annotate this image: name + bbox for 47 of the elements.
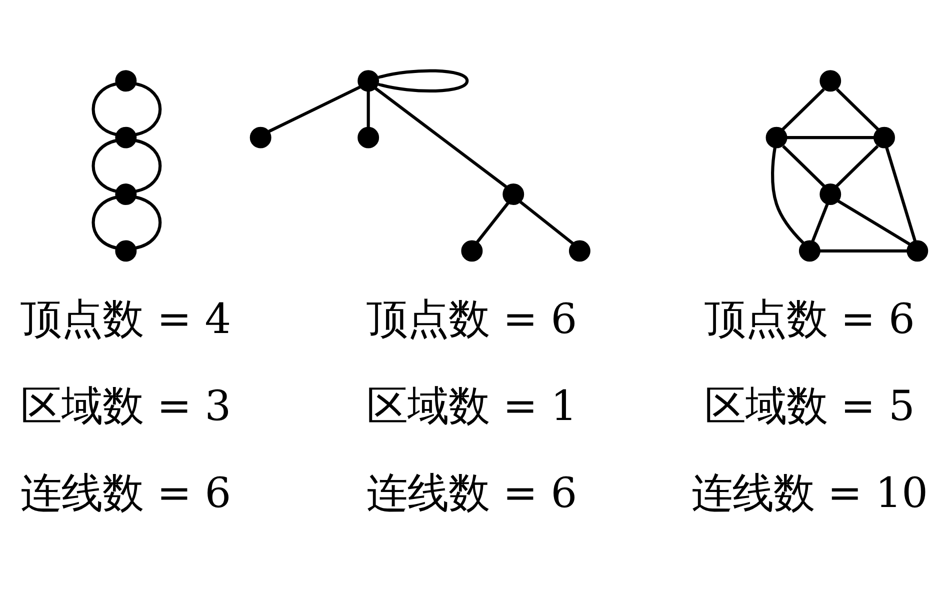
label: 连线数 = 6 xyxy=(366,468,578,517)
connector xyxy=(135,195,162,249)
label: 区域数 = 1 xyxy=(366,382,578,430)
connector xyxy=(135,82,162,136)
node-circle xyxy=(874,126,895,148)
node-circle xyxy=(115,240,137,262)
node-circle xyxy=(115,126,137,148)
node-circle xyxy=(820,70,842,92)
connector xyxy=(374,86,508,188)
label: 区域数 = 5 xyxy=(704,382,915,430)
node-circle xyxy=(568,240,590,262)
label: 顶点数 = 4 xyxy=(20,294,232,343)
connector xyxy=(811,202,829,242)
connector xyxy=(885,146,917,242)
node-circle xyxy=(502,183,524,204)
connector xyxy=(820,248,908,252)
connector xyxy=(836,88,880,130)
connector xyxy=(771,146,805,244)
label: 区域数 = 3 xyxy=(20,382,232,430)
connector xyxy=(366,90,370,128)
node-circle xyxy=(115,183,137,204)
label: 连线数 = 10 xyxy=(691,468,928,517)
node-circle xyxy=(798,240,820,262)
connector xyxy=(519,200,574,244)
node-circle xyxy=(820,183,842,204)
connector xyxy=(781,88,825,130)
connector xyxy=(135,138,162,192)
label: 顶点数 = 6 xyxy=(366,294,578,343)
connector xyxy=(786,136,874,139)
label: 顶点数 = 6 xyxy=(704,294,915,343)
node-circle xyxy=(358,126,380,148)
connector xyxy=(837,198,911,246)
node-circle xyxy=(358,70,380,92)
connector xyxy=(476,201,510,243)
connector xyxy=(835,144,879,187)
connector xyxy=(92,82,117,136)
node-circle xyxy=(461,240,483,262)
connector xyxy=(782,144,826,187)
connector xyxy=(92,195,117,249)
node-circle xyxy=(906,240,928,262)
node-circle xyxy=(766,126,788,148)
connector xyxy=(268,84,362,132)
node-circle xyxy=(115,70,137,92)
connector xyxy=(378,68,469,92)
node-circle xyxy=(250,126,272,148)
label: 连线数 = 6 xyxy=(20,468,232,517)
connector xyxy=(92,138,117,192)
